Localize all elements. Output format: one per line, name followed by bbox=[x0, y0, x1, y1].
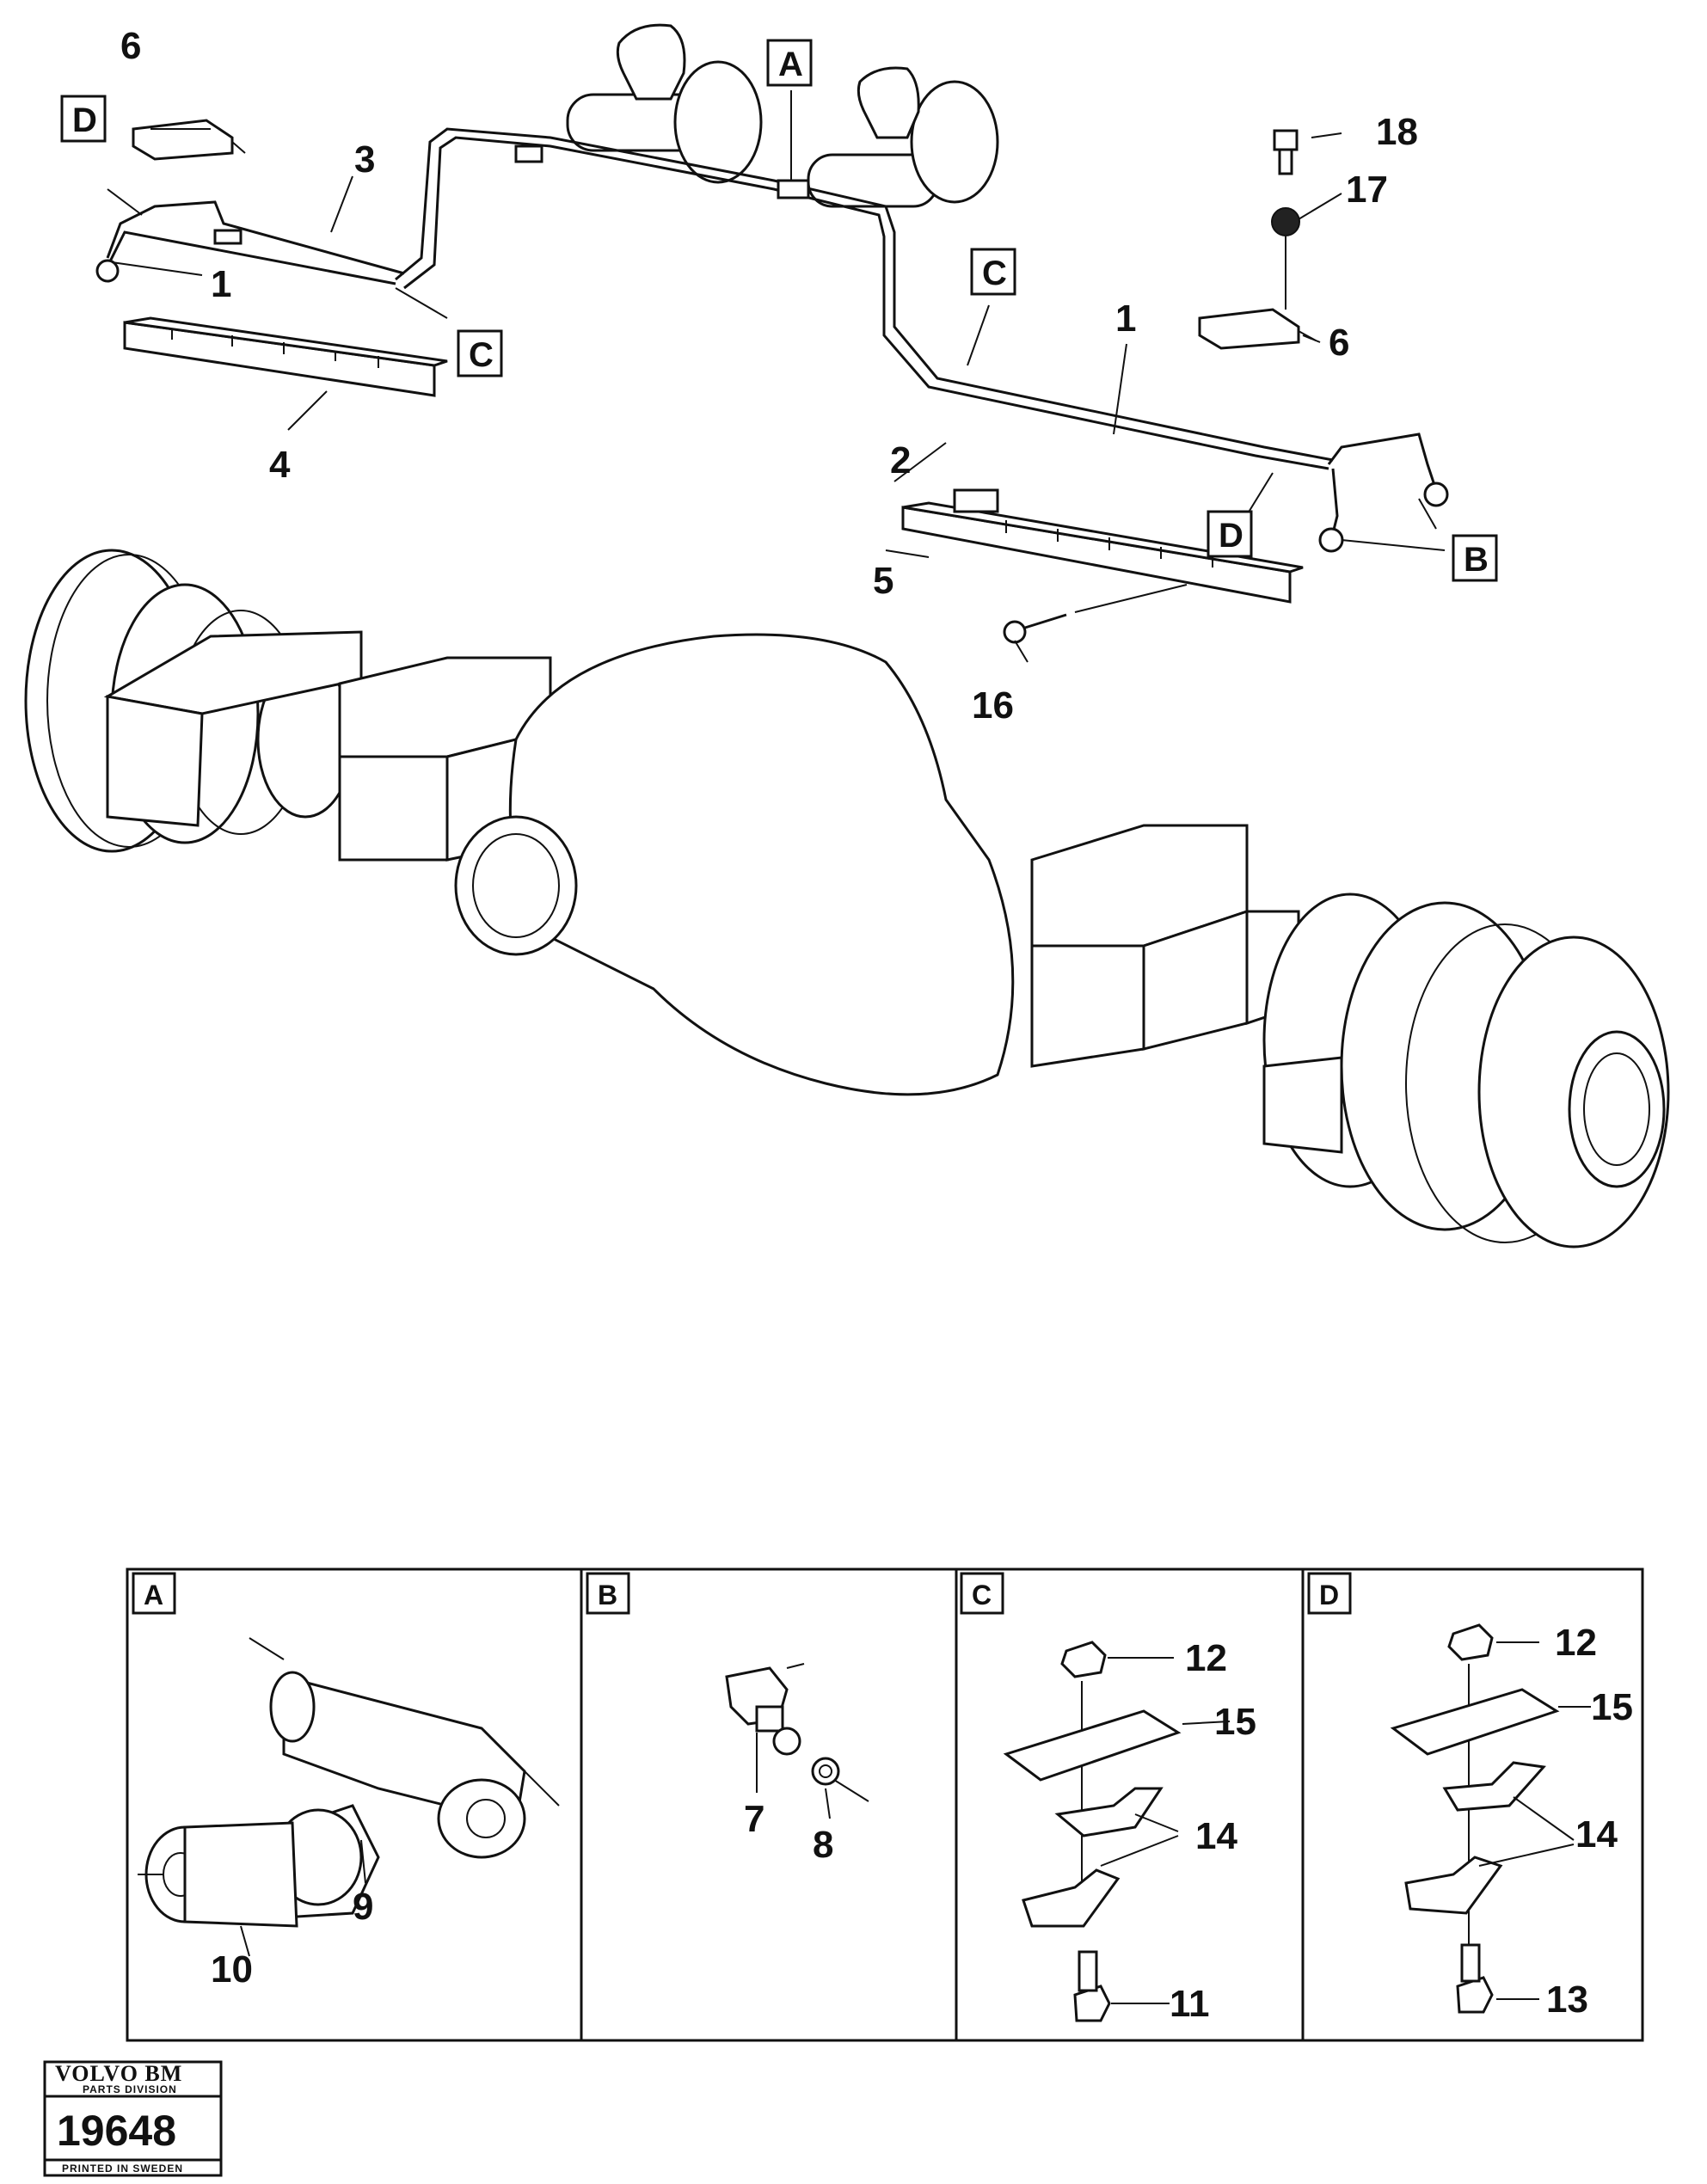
guard-plate-4 bbox=[123, 316, 448, 397]
callout-17: 17 bbox=[1346, 169, 1388, 211]
bracket-6-left bbox=[132, 119, 246, 161]
callout-3: 3 bbox=[354, 138, 375, 181]
guard-plate-5 bbox=[901, 488, 1304, 604]
callout-6-left: 6 bbox=[120, 25, 141, 67]
detail-tag-c-right: C bbox=[982, 255, 1007, 292]
panel-b-label: B bbox=[598, 1580, 617, 1610]
panel-b: B 7 8 bbox=[586, 1572, 869, 1866]
detail-tag-a: A bbox=[778, 46, 803, 83]
callout-c-15: 15 bbox=[1214, 1701, 1256, 1743]
callout-1-right: 1 bbox=[1115, 298, 1136, 340]
callout-9: 9 bbox=[353, 1886, 373, 1928]
detail-panels bbox=[126, 1567, 1644, 2042]
logo-division: PARTS DIVISION bbox=[83, 2083, 177, 2095]
callout-1-left: 1 bbox=[211, 263, 231, 305]
callout-16: 16 bbox=[972, 684, 1014, 727]
detail-tag-d-left: D bbox=[72, 101, 97, 139]
axle-housing bbox=[24, 549, 1670, 1248]
detail-tag-d-right: D bbox=[1219, 517, 1243, 555]
bracket-6-right bbox=[1198, 308, 1317, 350]
callout-8: 8 bbox=[813, 1824, 833, 1866]
logo-brand: VOLVO BM bbox=[55, 2061, 182, 2086]
callout-c-12: 12 bbox=[1185, 1637, 1227, 1679]
callout-5: 5 bbox=[873, 560, 893, 602]
logo-number: 19648 bbox=[57, 2107, 176, 2155]
panel-c-label: C bbox=[972, 1580, 992, 1610]
leader-lines bbox=[107, 90, 1446, 663]
callout-11: 11 bbox=[1170, 1983, 1210, 2025]
callout-4: 4 bbox=[269, 444, 291, 486]
panel-a: A 9 10 bbox=[132, 1572, 560, 1991]
callout-6-right: 6 bbox=[1329, 322, 1349, 364]
callout-2: 2 bbox=[890, 439, 911, 482]
logo-printed: PRINTED IN SWEDEN bbox=[62, 2163, 183, 2175]
callout-7: 7 bbox=[744, 1798, 764, 1840]
callout-10: 10 bbox=[211, 1948, 253, 1991]
panel-a-label: A bbox=[144, 1580, 163, 1610]
screw-16 bbox=[1003, 584, 1188, 644]
callout-13: 13 bbox=[1546, 1978, 1588, 2021]
bolt-18 bbox=[1273, 129, 1299, 175]
panel-d-label: D bbox=[1319, 1580, 1339, 1610]
detail-tags: A D C C D B bbox=[60, 39, 1498, 582]
panel-c: C 12 15 14 11 bbox=[960, 1572, 1256, 2025]
callout-d-12: 12 bbox=[1555, 1622, 1597, 1664]
callout-18: 18 bbox=[1376, 111, 1418, 153]
nut-17 bbox=[1271, 207, 1300, 310]
panel-d: D 12 15 14 13 bbox=[1307, 1572, 1633, 2021]
callout-d-15: 15 bbox=[1591, 1686, 1633, 1728]
volvo-bm-logo: VOLVO BM PARTS DIVISION 19648 PRINTED IN… bbox=[43, 2060, 223, 2177]
brake-pipe-assembly bbox=[95, 23, 1449, 553]
detail-tag-c-left: C bbox=[469, 336, 494, 374]
callout-d-14: 14 bbox=[1575, 1813, 1618, 1856]
callout-c-14: 14 bbox=[1195, 1815, 1237, 1857]
main-callouts: 6 3 1 4 1 2 5 16 6 17 18 bbox=[120, 25, 1418, 727]
detail-tag-b: B bbox=[1464, 541, 1489, 579]
